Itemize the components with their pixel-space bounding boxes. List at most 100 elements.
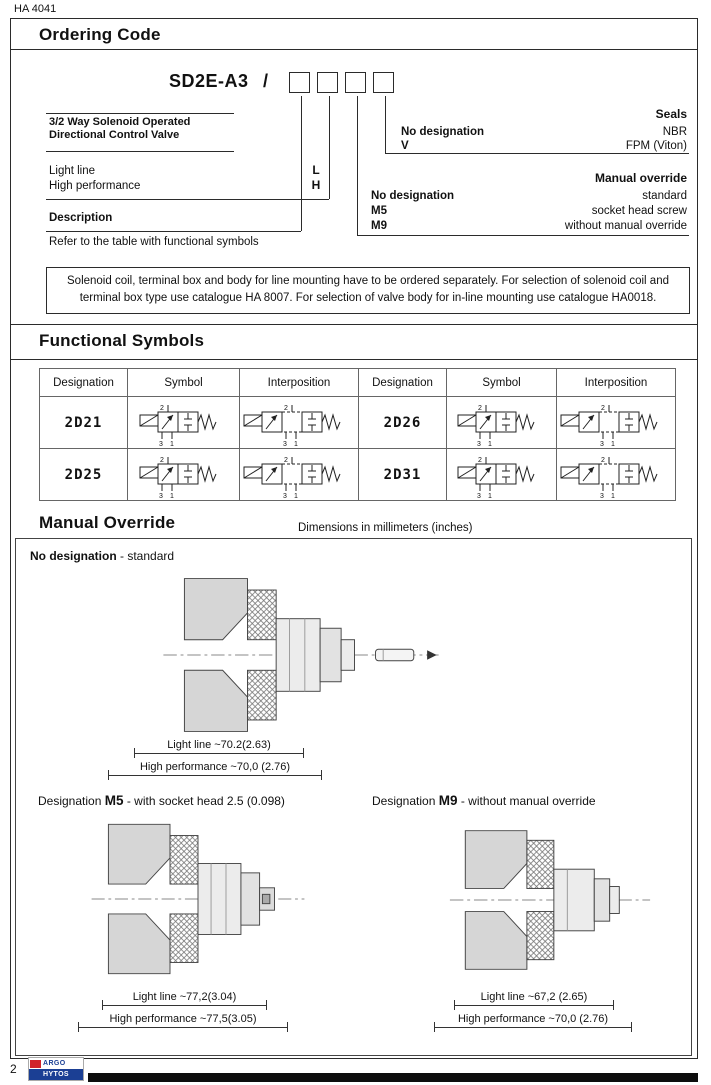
ordering-code-title: Ordering Code [39, 25, 161, 44]
drawing-m5 [82, 815, 314, 988]
designation-2d21: 2D21 [39, 396, 128, 449]
footer-bar [88, 1073, 698, 1082]
variant-m5-desc: - with socket head 2.5 (0.098) [126, 794, 285, 808]
dim-label: High performance [139, 761, 228, 773]
svg-text:3: 3 [159, 493, 163, 500]
svg-text:1: 1 [488, 493, 492, 500]
description-text: Refer to the table with functional symbo… [49, 236, 259, 248]
svg-text:1: 1 [170, 493, 174, 500]
ordering-note: Solenoid coil, terminal box and body for… [46, 267, 690, 314]
seals-row-2: V FPM (Viton) [401, 140, 687, 153]
svg-text:1: 1 [294, 493, 298, 500]
dim-value: ~70,0 (2.76) [230, 761, 291, 773]
svg-text:2: 2 [284, 457, 288, 464]
description-label: Description [49, 212, 113, 224]
high-performance-code: H [311, 178, 321, 192]
override-value-2: socket head screw [591, 205, 687, 217]
override-code-3: M9 [371, 220, 387, 232]
svg-text:1: 1 [611, 493, 615, 500]
variant-m5-label: Designation M5 - with socket head 2.5 (0… [38, 793, 285, 808]
designation-2d26: 2D26 [358, 396, 447, 449]
svg-text:1: 1 [611, 441, 615, 448]
dimension-m5-high: High performance~77,5(3.05) [78, 1013, 288, 1032]
variant-standard-desc: - standard [120, 549, 175, 563]
override-row-2: M5 socket head screw [371, 205, 687, 218]
dim-value: ~70.2(2.63) [214, 739, 271, 751]
dim-label: High performance [457, 1013, 546, 1025]
col-header: Designation [39, 368, 128, 397]
variant-m9-label: Designation M9 - without manual override [372, 793, 596, 808]
doc-code: HA 4041 [14, 3, 57, 15]
valve-cross-section-m9 [449, 830, 651, 970]
svg-text:2: 2 [160, 405, 164, 412]
svg-text:2: 2 [601, 405, 605, 412]
divider [11, 324, 697, 325]
dim-label: Light line [132, 991, 177, 1003]
drawing-standard [156, 569, 446, 746]
dimension-m5-light: Light line~77,2(3.04) [102, 991, 267, 1010]
override-value-3: without manual override [564, 220, 687, 232]
dimension-standard-high: High performance~70,0 (2.76) [108, 761, 322, 780]
variant-m5-code: M5 [104, 793, 124, 808]
drawing-m9 [444, 823, 656, 982]
rule [46, 151, 234, 152]
light-line-label: Light line [49, 165, 96, 177]
high-performance-label: High performance [49, 180, 141, 192]
divider [11, 49, 697, 50]
rule [357, 235, 689, 236]
designation-2d25: 2D25 [39, 448, 128, 501]
connector-line-box1 [301, 96, 302, 231]
seals-code-2: V [401, 140, 409, 152]
col-header: Designation [358, 368, 447, 397]
valve-type-line2: Directional Control Valve [49, 129, 180, 141]
svg-text:1: 1 [488, 441, 492, 448]
order-code-box-1 [289, 72, 310, 93]
rule [385, 153, 689, 154]
svg-text:2: 2 [478, 457, 482, 464]
override-code-1: No designation [371, 190, 455, 202]
manual-override-section-title: Manual Override [39, 513, 176, 532]
seals-row-1: No designation NBR [401, 126, 687, 139]
override-code-2: M5 [371, 205, 387, 217]
override-row-3: M9 without manual override [371, 220, 687, 233]
dim-label: Light line [167, 739, 212, 751]
functional-symbols-table: Designation Symbol Interposition Designa… [39, 368, 676, 501]
functional-symbols-title: Functional Symbols [39, 331, 205, 350]
logo-argo-text: ARGO [43, 1060, 66, 1067]
dimension-m9-light: Light line~67,2 (2.65) [454, 991, 614, 1010]
logo-red-square [30, 1059, 41, 1068]
col-header: Interposition [556, 368, 676, 397]
manual-override-title: Manual override [594, 171, 687, 185]
seals-code-1: No designation [401, 126, 485, 138]
variant-m9-prefix: Designation [372, 794, 436, 808]
code-separator: / [263, 71, 269, 91]
svg-text:3: 3 [159, 441, 163, 448]
variant-m9-desc: - without manual override [460, 794, 596, 808]
override-row-1: No designation standard [371, 190, 687, 203]
table-header-row: Designation Symbol Interposition Designa… [39, 368, 676, 397]
dim-value: ~77,5(3.05) [199, 1013, 257, 1025]
rule [46, 113, 234, 114]
rule [46, 199, 329, 200]
valve-cross-section-m5 [91, 823, 305, 975]
col-header: Symbol [446, 368, 557, 397]
seals-title: Seals [655, 107, 687, 121]
designation-2d31: 2D31 [358, 448, 447, 501]
valve-type-line1: 3/2 Way Solenoid Operated [49, 116, 191, 128]
dim-value: ~77,2(3.04) [179, 991, 237, 1003]
variant-standard-label: No designation - standard [30, 549, 174, 563]
rule [46, 231, 301, 232]
